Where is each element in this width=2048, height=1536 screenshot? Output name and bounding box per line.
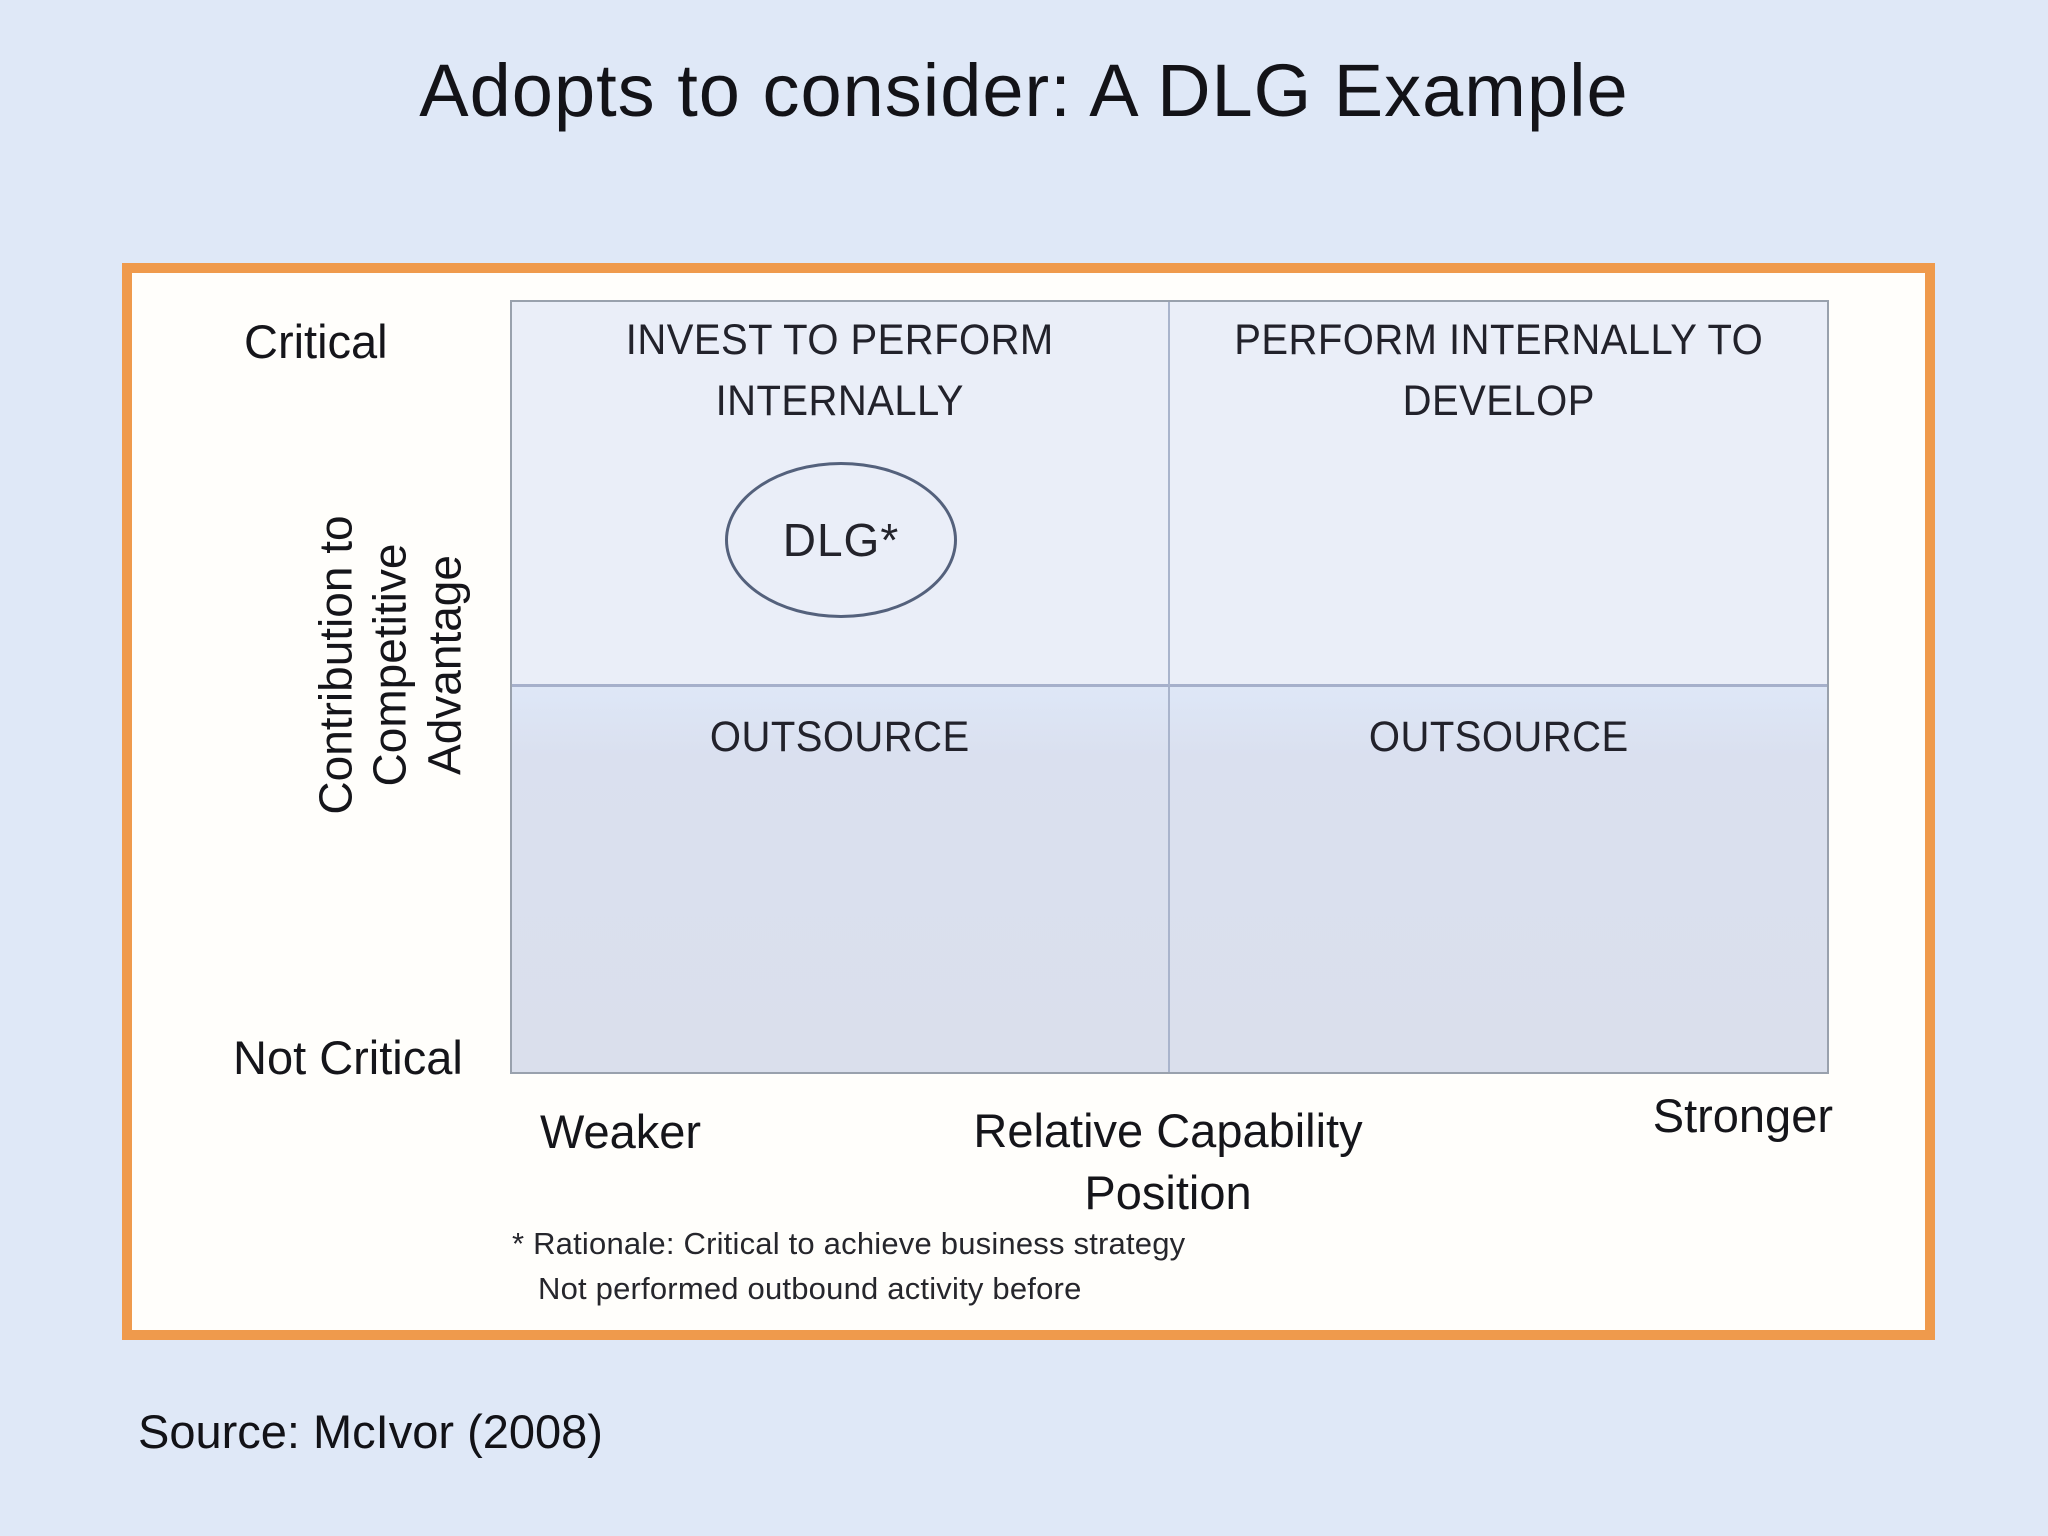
x-axis-title-line: Relative Capability [973, 1104, 1363, 1157]
x-axis-tick-weaker: Weaker [540, 1105, 702, 1158]
quadrant-top-left-label-line: INVEST TO PERFORM [625, 316, 1054, 364]
quadrant-bottom-right-label: OUTSOURCE [1368, 713, 1629, 761]
quadrant-top-left-label-line: INTERNALLY [715, 377, 964, 426]
quadrant-bottom-left: OUTSOURCE [512, 687, 1170, 1072]
dlg-ellipse: DLG* [725, 462, 957, 618]
quadrant-top-left-label: INVEST TO PERFORM INTERNALLY [535, 310, 1145, 432]
x-axis-title: Relative Capability Position [973, 1100, 1362, 1224]
slide-title: Adopts to consider: A DLG Example [419, 49, 1629, 132]
footnote: * Rationale: Critical to achieve busines… [512, 1222, 1185, 1312]
y-axis-title-line: Contribution to [309, 515, 362, 815]
y-axis-tick-critical: Critical [244, 315, 388, 368]
footnote-line-2: Not performed outbound activity before [538, 1270, 1082, 1306]
quadrant-top-right: PERFORM INTERNALLY TO DEVELOP [1169, 302, 1827, 687]
source-note: Source: McIvor (2008) [138, 1405, 603, 1458]
quadrant-top-left: INVEST TO PERFORM INTERNALLY [512, 302, 1170, 687]
x-axis-title-line: Position [1084, 1166, 1252, 1220]
dlg-ellipse-label: DLG* [782, 514, 900, 566]
y-axis-title: Contribution to Competitive Advantage [309, 515, 472, 814]
quadrant-bottom-right: OUTSOURCE [1169, 687, 1827, 1072]
y-axis-title-line: Advantage [418, 555, 471, 775]
y-axis-tick-not-critical: Not Critical [233, 1031, 463, 1084]
quadrant-top-right-label-line: PERFORM INTERNALLY TO [1233, 316, 1763, 364]
quadrant-top-right-label-line: DEVELOP [1402, 377, 1595, 426]
quadrant-bottom-left-label: OUTSOURCE [709, 713, 970, 761]
y-axis-title-line: Competitive [363, 543, 416, 787]
quadrant-matrix: INVEST TO PERFORM INTERNALLY PERFORM INT… [510, 300, 1829, 1074]
x-axis-tick-stronger: Stronger [1652, 1089, 1833, 1142]
footnote-line-1: * Rationale: Critical to achieve busines… [512, 1226, 1186, 1261]
quadrant-top-right-label: PERFORM INTERNALLY TO DEVELOP [1193, 310, 1804, 432]
